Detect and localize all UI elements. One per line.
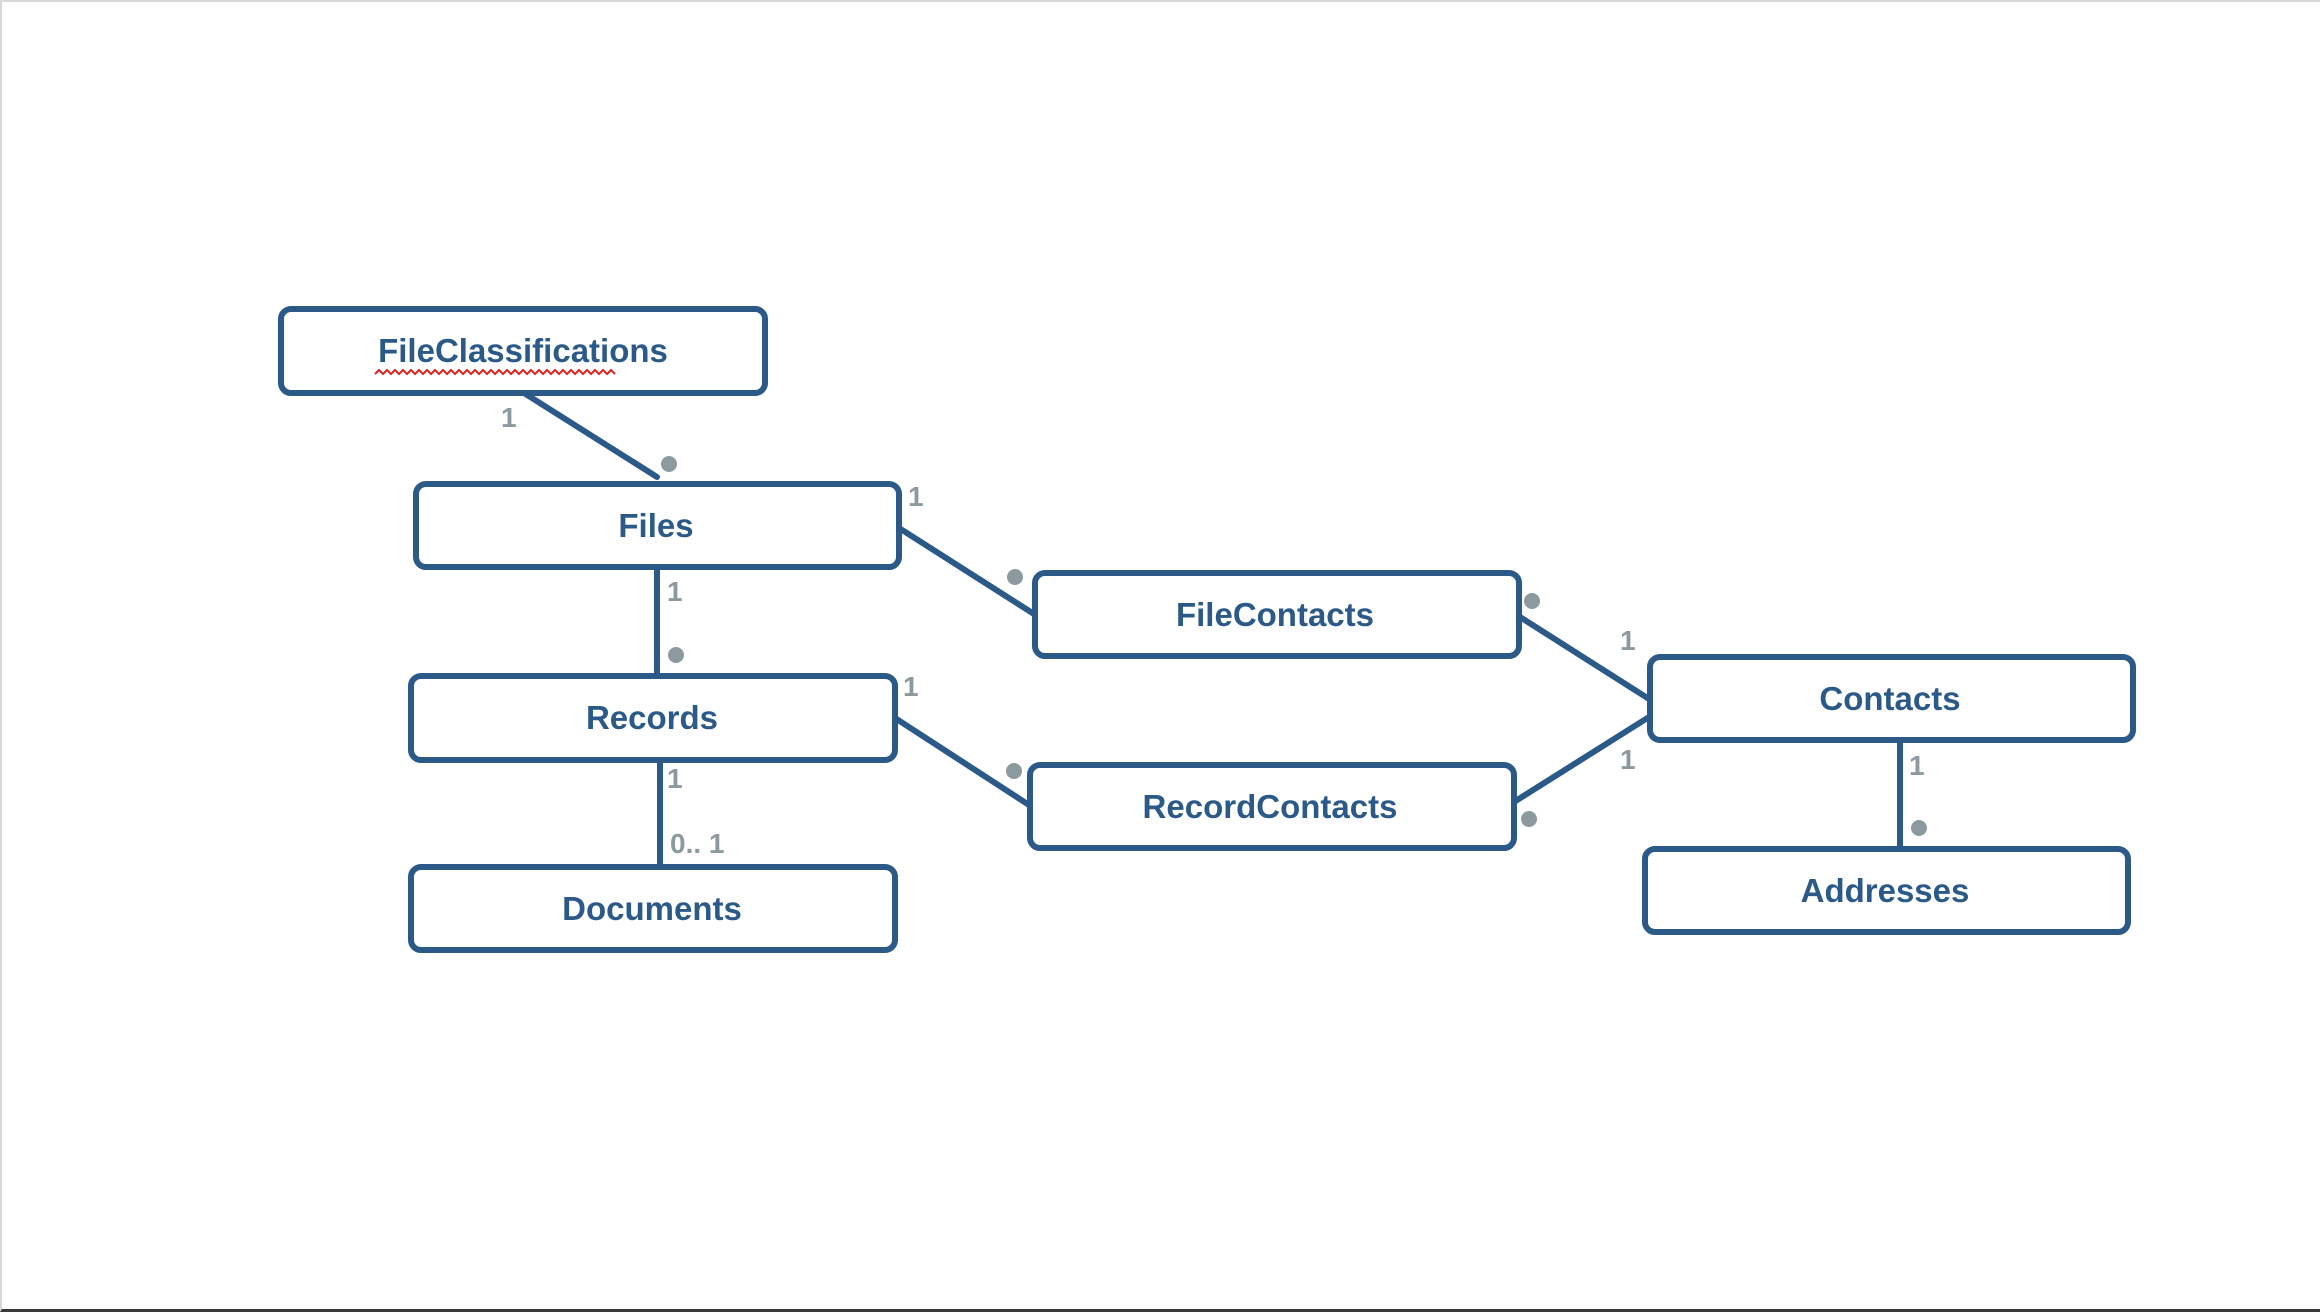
entity-label: Addresses	[1801, 872, 1970, 909]
cardinality-one: 1	[903, 671, 919, 702]
spellcheck-underline	[374, 368, 616, 376]
cardinality-one: 1	[667, 576, 683, 607]
many-dot	[1521, 811, 1537, 827]
entity-label: Records	[586, 699, 718, 736]
link-records-record-contacts	[892, 715, 1032, 808]
many-dot	[668, 647, 684, 663]
entity-files[interactable]: Files	[413, 481, 902, 570]
entity-documents[interactable]: Documents	[408, 864, 898, 953]
cardinality-zero-or-one: 0.. 1	[670, 828, 724, 859]
many-dot	[1911, 820, 1927, 836]
cardinality-one: 1	[908, 481, 924, 512]
entity-label: Documents	[562, 890, 742, 927]
entity-records[interactable]: Records	[408, 673, 898, 763]
cardinality-one: 1	[1909, 750, 1925, 781]
entity-addresses[interactable]: Addresses	[1642, 846, 2131, 935]
link-file-classifications-files	[521, 390, 660, 480]
link-file-contacts-contacts	[1517, 614, 1652, 702]
cardinality-one: 1	[501, 402, 517, 433]
entity-label: FileContacts	[1176, 596, 1374, 633]
many-dot	[661, 456, 677, 472]
entity-label: RecordContacts	[1143, 788, 1398, 825]
link-record-contacts-contacts	[1511, 714, 1652, 805]
cardinality-one: 1	[667, 763, 683, 794]
many-dot	[1007, 569, 1023, 585]
many-dot	[1524, 593, 1540, 609]
entity-record-contacts[interactable]: RecordContacts	[1027, 762, 1517, 851]
many-dot	[1006, 763, 1022, 779]
entity-file-classifications[interactable]: FileClassifications	[278, 306, 768, 396]
entity-contacts[interactable]: Contacts	[1647, 654, 2136, 743]
cardinality-one: 1	[1620, 625, 1636, 656]
entity-label: Contacts	[1819, 680, 1960, 717]
entity-file-contacts[interactable]: FileContacts	[1032, 570, 1522, 659]
link-files-file-contacts	[896, 525, 1037, 617]
cardinality-one: 1	[1620, 744, 1636, 775]
entity-label: Files	[618, 507, 693, 544]
entity-label: FileClassifications	[378, 332, 668, 369]
